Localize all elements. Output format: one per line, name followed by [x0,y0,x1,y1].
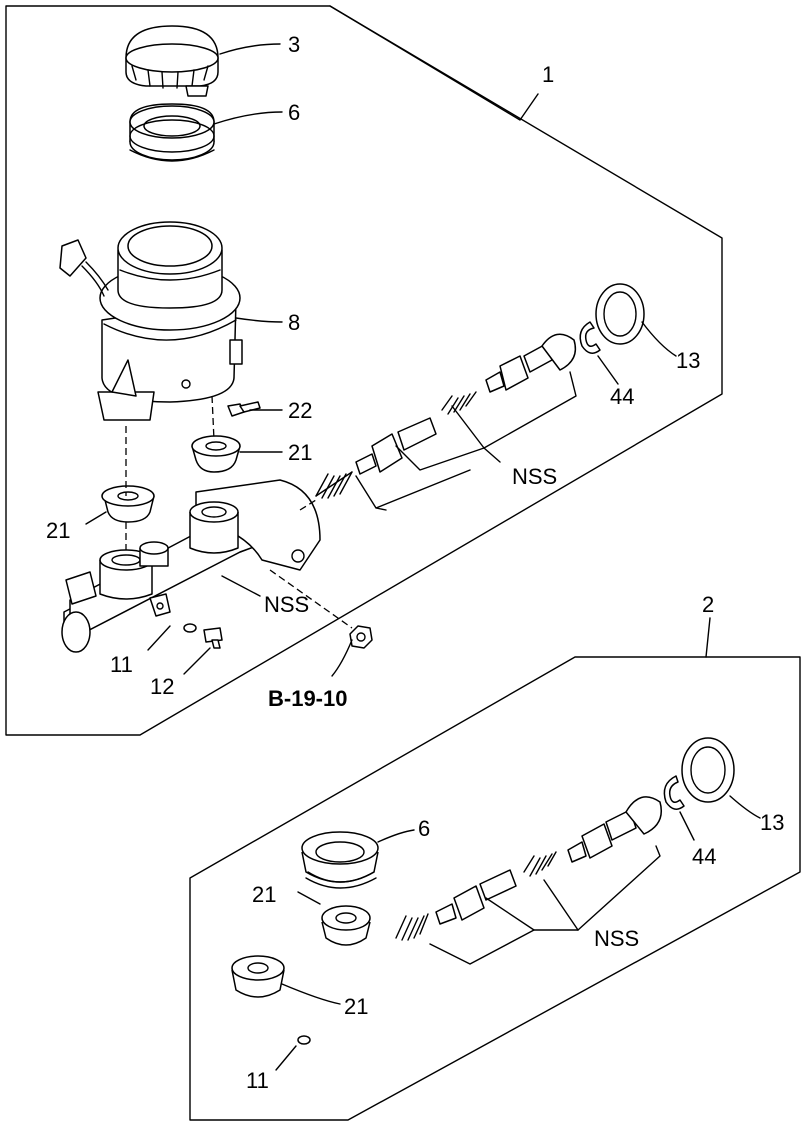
callout-clip: 44 [610,384,634,409]
piston-2-primary-icon [435,869,517,925]
callout-nss-pistons-2: NSS [594,926,639,951]
callout-seal-2: 6 [418,816,430,841]
callout-assembly-2: 2 [702,592,714,617]
callout-cap: 3 [288,32,300,57]
spring-secondary-icon [441,391,477,415]
dust-seal-icon [595,283,645,345]
assembly-2-frame [189,656,801,1121]
spring-2-secondary-icon [523,851,557,877]
bolt-icon [203,627,223,649]
callout-reservoir: 8 [288,310,300,335]
grommet-upper-icon [191,435,241,473]
spring-2-primary-icon [395,913,429,941]
reservoir-tank-icon [59,221,243,421]
callout-clip-2: 44 [692,844,716,869]
master-cylinder-body-icon [61,479,321,653]
callout-nss-pistons: NSS [512,464,557,489]
seal-2-icon [301,831,379,889]
callout-grommet-upper: 21 [288,440,312,465]
washer-2-icon [297,1035,311,1045]
piston-primary-icon [355,417,437,475]
grommet-2-lower-icon [231,955,285,998]
callout-bolt: 12 [150,674,174,699]
callout-grommet-2-lower: 21 [344,994,368,1019]
assembly-line [211,395,215,441]
callout-assembly-1: 1 [542,62,554,87]
reservoir-cap-icon [125,25,219,97]
callout-grommet-lower: 21 [46,518,70,543]
assembly-line [269,569,353,629]
clip-2-icon [663,775,685,810]
callout-grommet-2-upper: 21 [252,882,276,907]
screw-icon [227,401,261,417]
callout-dust-seal: 13 [676,348,700,373]
callout-seal: 6 [288,100,300,125]
reservoir-seal-icon [129,103,215,162]
dust-seal-2-icon [681,737,735,803]
assembly-line [299,499,317,511]
piston-secondary-icon [485,333,577,393]
hex-nut-icon [349,625,373,649]
callout-dust-seal-2: 13 [760,810,784,835]
callout-washer: 11 [110,652,133,677]
piston-2-secondary-icon [567,796,662,863]
leader-lines [85,5,761,1071]
callout-screw: 22 [288,398,312,423]
callout-washer-2: 11 [246,1068,269,1093]
spring-primary-icon [315,471,353,499]
grommet-lower-icon [101,485,155,523]
grommet-2-upper-icon [321,905,371,946]
callout-nss-body: NSS [264,592,309,617]
washer-icon [183,623,197,633]
reference-code: B-19-10 [268,686,347,711]
clip-icon [579,321,601,354]
